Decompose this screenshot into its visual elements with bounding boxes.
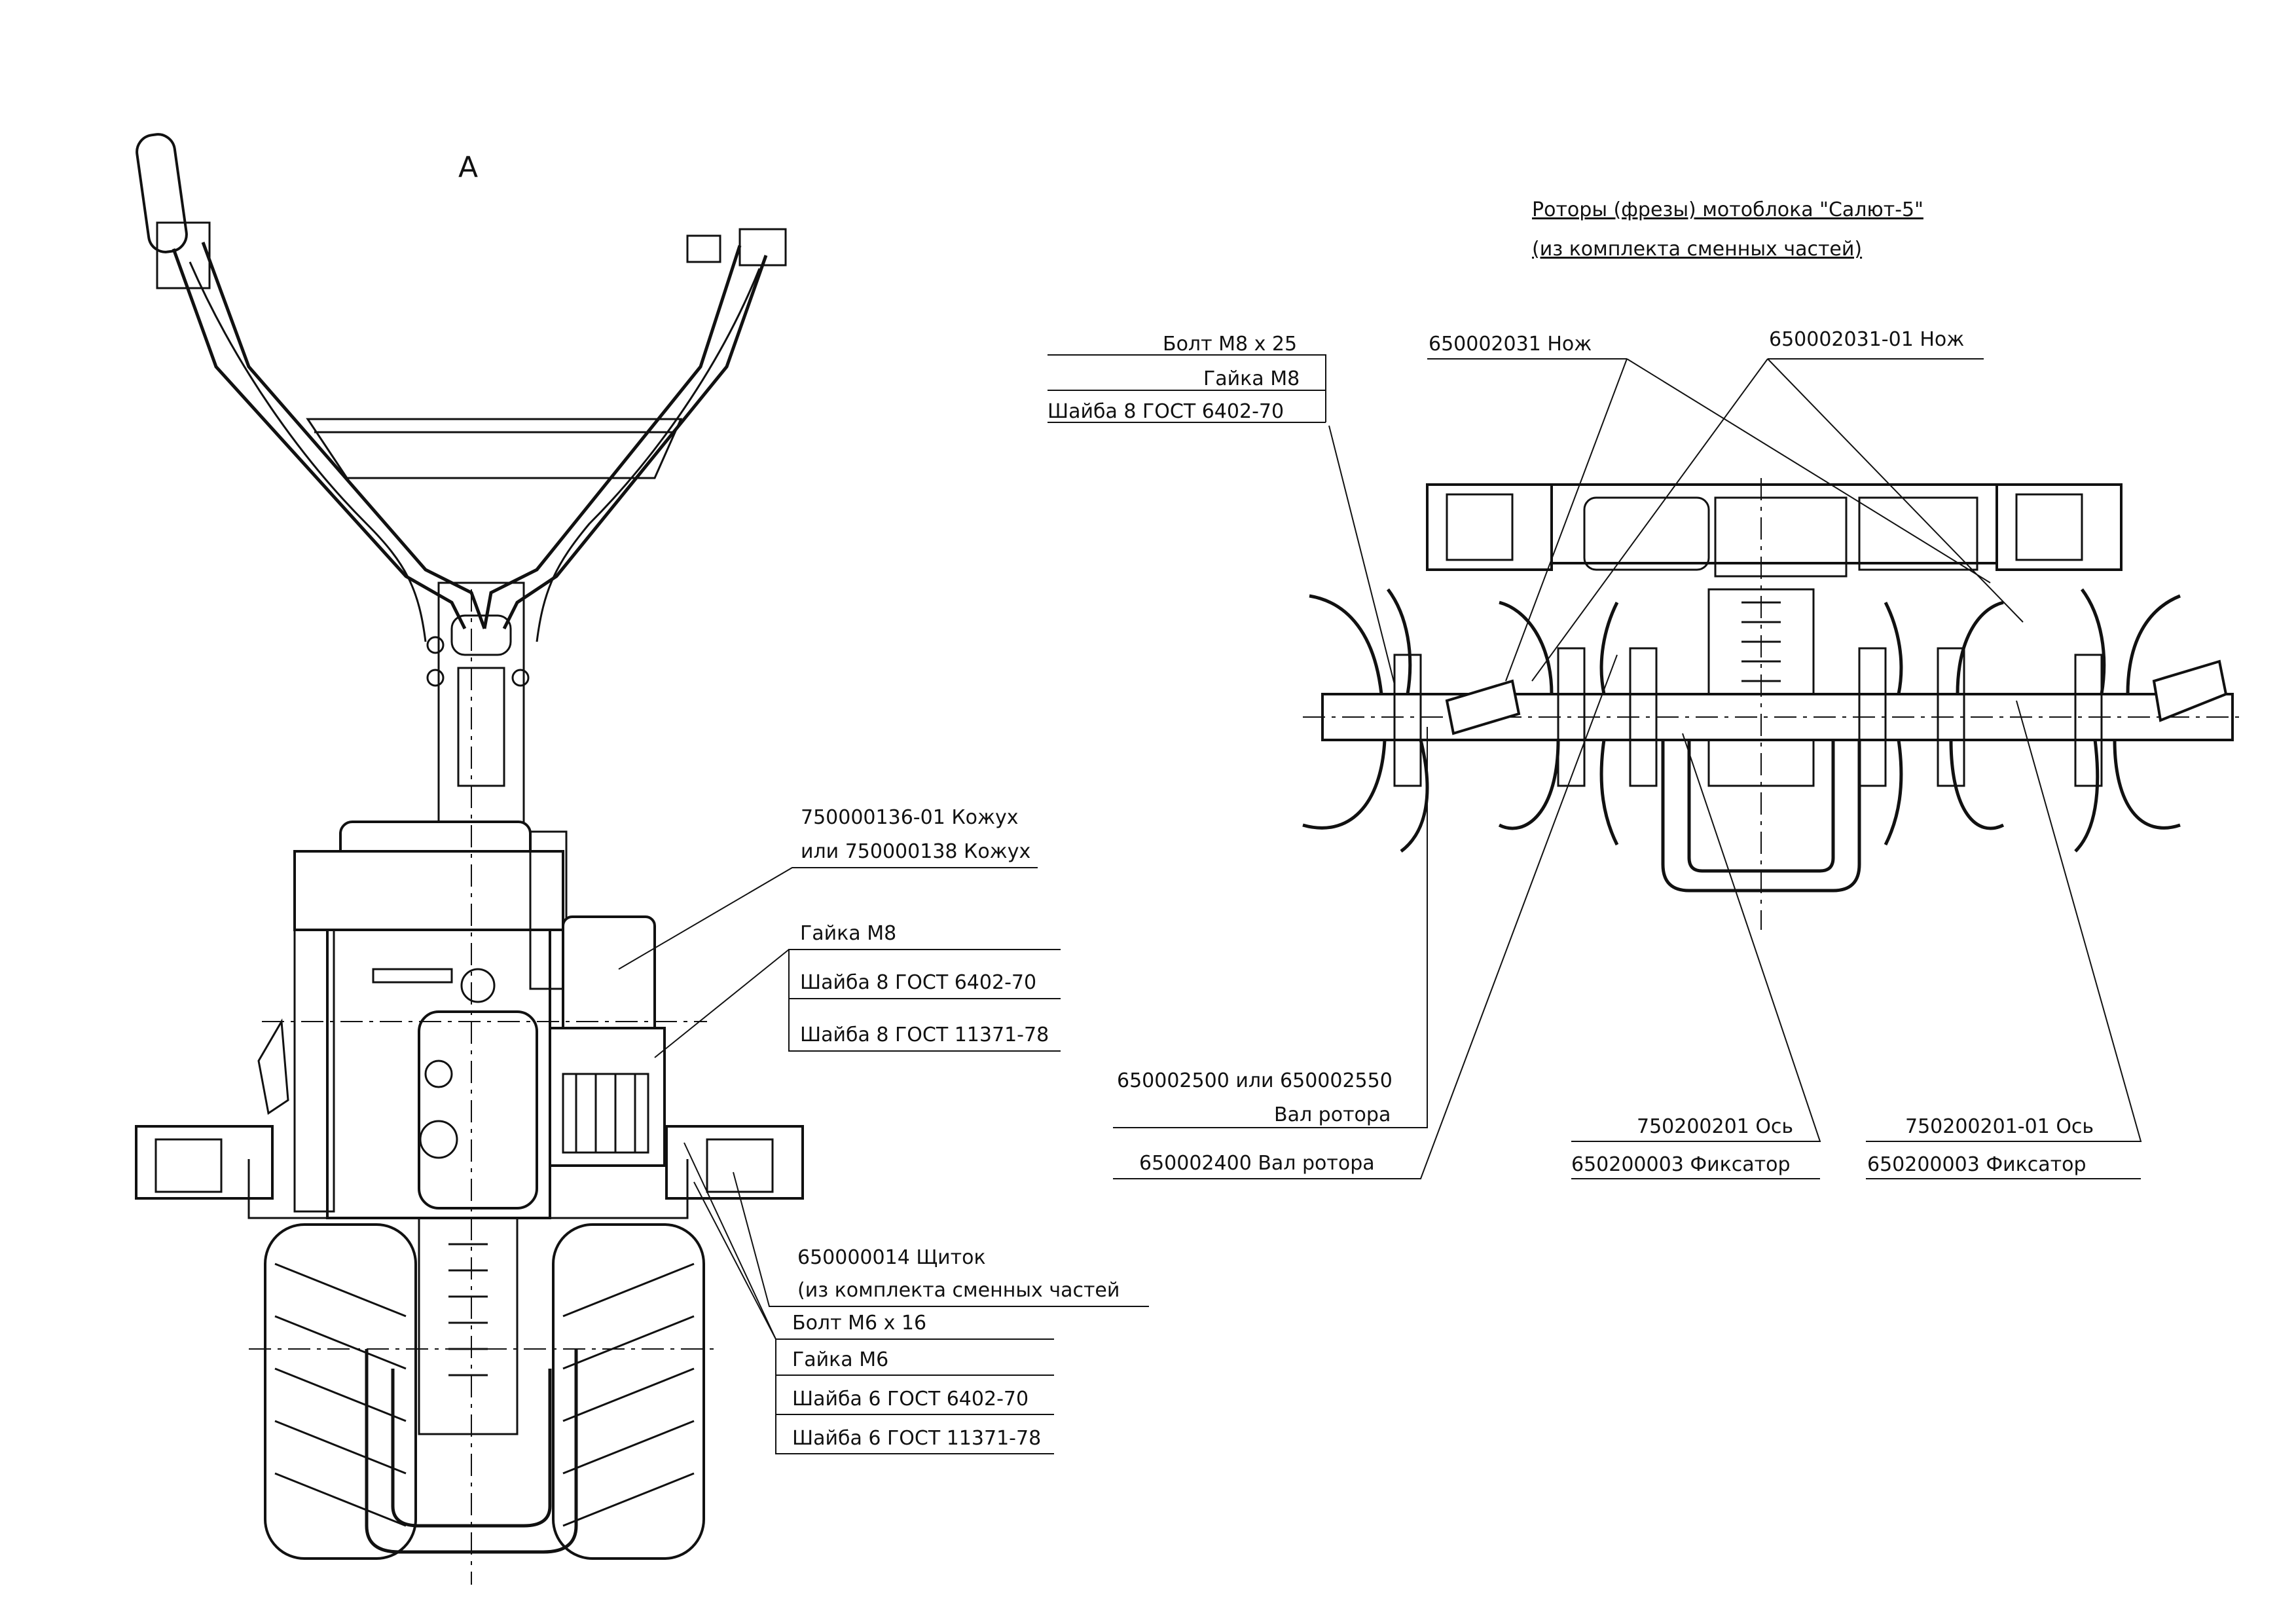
steering-column [426, 581, 530, 840]
retainer-label: 650200003 Фиксатор [1571, 1153, 1791, 1176]
nut-m6-label: Гайка М6 [792, 1348, 888, 1371]
rotor-title-line2: (из комплекта сменных частей) [1532, 238, 1862, 261]
shield-label: 650000014 Щиток [797, 1246, 986, 1269]
knife-label: 650002031 Нож [1429, 333, 1592, 356]
shield-note-label: (из комплекта сменных частей [797, 1279, 1120, 1302]
view-label: A [458, 151, 478, 184]
engine [257, 821, 568, 1219]
handlebars [136, 133, 787, 642]
nut-m8-label: Гайка М8 [800, 922, 896, 945]
axle-label: 750200201 Ось [1637, 1115, 1793, 1138]
cover-alt-label: или 750000138 Кожух [801, 840, 1030, 863]
rotor-assembly [1302, 478, 2246, 930]
axle-alt-label: 750200201-01 Ось [1905, 1115, 2094, 1138]
right-leaders [1048, 354, 2142, 1179]
washer-11371-label: Шайба 8 ГОСТ 11371-78 [800, 1024, 1049, 1046]
left-leaders [618, 867, 1149, 1454]
nut-m8-rotor-label: Гайка М8 [1203, 367, 1300, 390]
retainer-alt-label: 650200003 Фиксатор [1867, 1153, 2086, 1176]
knife-alt-label: 650002031-01 Нож [1769, 328, 1964, 351]
wheels [264, 1223, 705, 1560]
rotor-title: Роторы (фрезы) мотоблока "Салют-5" (из к… [1532, 198, 1923, 261]
cover-label: 750000136-01 Кожух [801, 806, 1019, 829]
rotor-title-line1: Роторы (фрезы) мотоблока "Салют-5" [1532, 198, 1923, 221]
right-labels: Болт М8 х 25 Гайка М8 Шайба 8 ГОСТ 6402-… [1048, 328, 2094, 1176]
washer-6402-label: Шайба 8 ГОСТ 6402-70 [800, 971, 1036, 994]
shields [135, 1125, 804, 1219]
tractor-view-a: A [135, 133, 804, 1585]
rotor-shaft-alt-label: 650002400 Вал ротора [1139, 1152, 1375, 1175]
washer6-6402-label: Шайба 6 ГОСТ 6402-70 [792, 1388, 1029, 1411]
left-labels: 750000136-01 Кожух или 750000138 Кожух Г… [792, 806, 1120, 1450]
washer8-rotor-label: Шайба 8 ГОСТ 6402-70 [1048, 400, 1284, 423]
bolt-m6-label: Болт М6 х 16 [792, 1312, 926, 1335]
rotor-shaft-name-label: Вал ротора [1274, 1103, 1391, 1126]
washer6-11371-label: Шайба 6 ГОСТ 11371-78 [792, 1427, 1041, 1450]
rotor-shaft-label: 650002500 или 650002550 [1117, 1069, 1393, 1092]
bolt-m8-label: Болт М8 х 25 [1163, 333, 1297, 356]
belt-cover [549, 915, 666, 1167]
